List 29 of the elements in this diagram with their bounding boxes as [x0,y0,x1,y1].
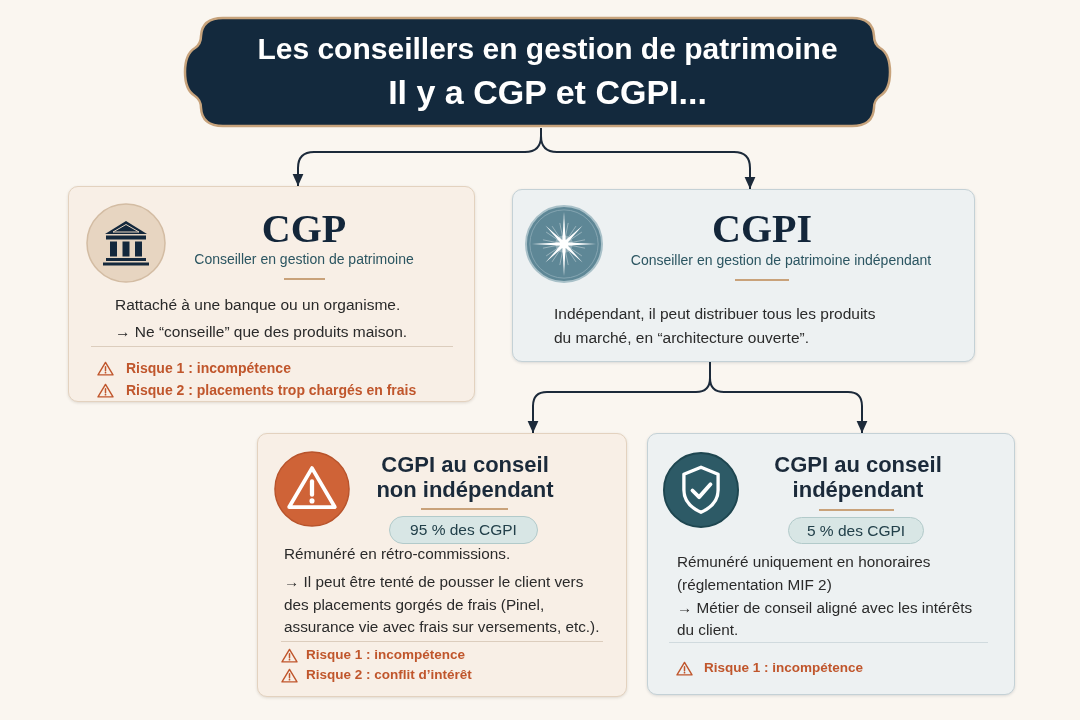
card-title: CGPI [711,205,813,253]
banner-subtitle: Il y a CGP et CGPI... [387,72,708,112]
card-subtitle: Conseiller en gestion de patrimoine indépendant [629,251,933,269]
arrow [709,361,868,434]
card-description: → Ne “conseille” que des produits maison. [115,322,409,342]
card-description: Rémunéré en rétro-commissions. [284,544,512,564]
info-card [68,186,475,402]
card-description: → Il peut être tenté de pousser le client vers des placements gorgés de frais (Pinel, assurance vie avec frais sur versements, etc.). [284,572,601,637]
info-card [512,189,975,362]
stat-pill: 5 % des CGPI [788,517,924,544]
info-card [257,433,627,697]
risk-text: Risque 2 : conflit d’intérêt [306,666,472,684]
risk-text: Risque 1 : incompétence [126,359,291,378]
stat-pill: 95 % des CGPI [389,516,538,544]
risk-text: Risque 1 : incompétence [704,659,864,677]
card-description: Rémunéré uniquement en honoraires (réglementation MIF 2) [677,552,932,595]
card-title: CGP [260,205,348,253]
card-title: CGPI au conseil indépendant [773,452,943,502]
title-banner [183,16,892,128]
card-description: → Métier de conseil aligné avec les intérêts du client. [677,598,974,640]
card-title: CGPI au conseil non indépendant [375,452,555,502]
card-description: Indépendant, il peut distribuer tous les produits du marché, en “architecture ouverte”. [554,304,877,348]
info-card [647,433,1015,695]
risk-text: Risque 1 : incompétence [306,646,466,664]
arrow [540,127,756,190]
risk-text: Risque 2 : placements trop chargés en frais [126,381,417,400]
banner-title: Les conseillers en gestion de patrimoine [256,31,839,67]
card-subtitle: Conseiller en gestion de patrimoine [193,250,415,268]
card-description: Rattaché à une banque ou un organisme. [115,295,402,315]
